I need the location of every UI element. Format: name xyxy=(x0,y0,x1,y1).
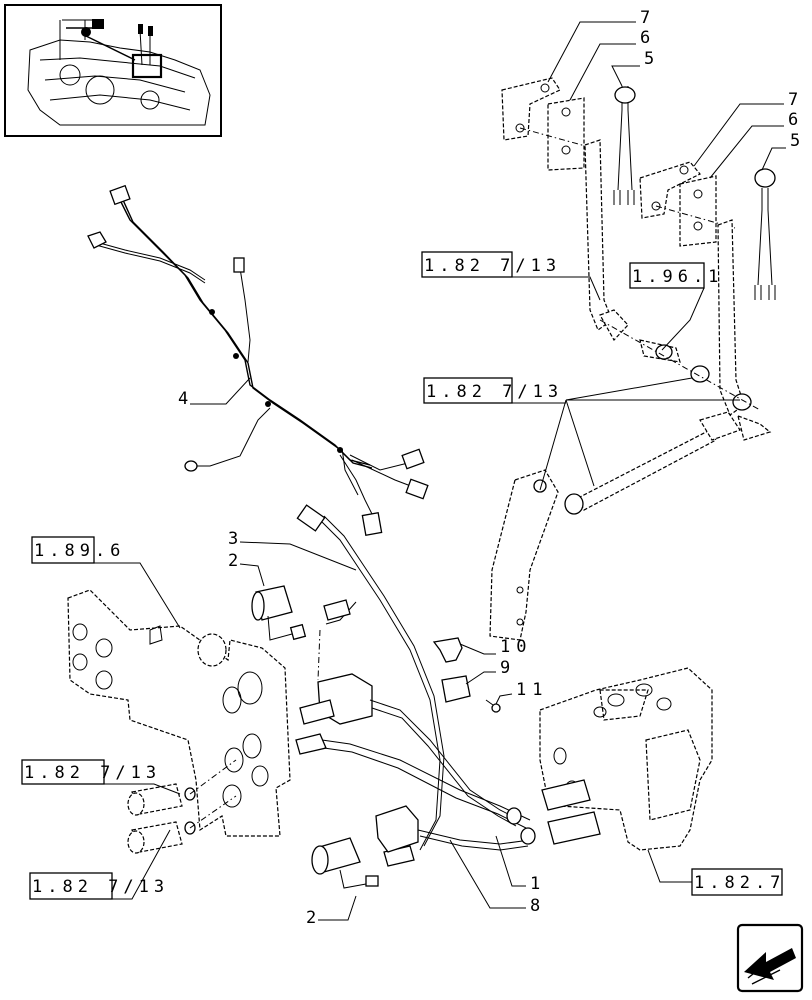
svg-text:1: 1 xyxy=(530,874,540,894)
callout-5b: 5 xyxy=(761,131,800,171)
svg-text:3: 3 xyxy=(228,529,238,549)
callout-6a: 6 xyxy=(569,28,650,101)
ref-top-center[interactable]: 1.82 7/13 xyxy=(421,251,601,301)
svg-text:6: 6 xyxy=(788,110,798,130)
svg-text:1.82.7: 1.82.7 xyxy=(694,873,785,893)
wiring-harness xyxy=(87,184,429,536)
svg-text:4: 4 xyxy=(178,389,188,409)
harness-branch xyxy=(296,504,445,851)
ref-mid-center[interactable]: 1.82 7/13 xyxy=(423,377,740,491)
svg-text:1.82 7/13: 1.82 7/13 xyxy=(24,763,161,783)
callout-8: 8 xyxy=(449,839,540,916)
ref-top-right[interactable]: 1.96.1 xyxy=(629,262,723,351)
callout-2b: 2 xyxy=(306,895,357,928)
svg-text:2: 2 xyxy=(306,908,316,928)
svg-text:5: 5 xyxy=(644,49,654,69)
svg-text:7: 7 xyxy=(788,90,798,110)
lever-assembly-upper-left xyxy=(501,77,636,331)
svg-text:10: 10 xyxy=(500,637,532,657)
callout-4: 4 xyxy=(178,377,251,409)
ref-left-lower-1[interactable]: 1.82 7/13 xyxy=(21,759,181,795)
callout-5a: 5 xyxy=(611,49,654,87)
callout-3: 3 xyxy=(228,529,357,571)
ref-bottom-right[interactable]: 1.82.7 xyxy=(647,849,785,896)
callout-2a: 2 xyxy=(228,551,265,587)
bracket-parts xyxy=(432,637,501,713)
callout-6b: 6 xyxy=(709,110,798,179)
valve-block-lower xyxy=(295,733,531,853)
svg-text:1.82 7/13: 1.82 7/13 xyxy=(426,382,563,402)
svg-text:1.82 7/13: 1.82 7/13 xyxy=(32,877,169,897)
ref-left-lower-2[interactable]: 1.82 7/13 xyxy=(29,829,171,900)
svg-text:2: 2 xyxy=(228,551,238,571)
callout-7a: 7 xyxy=(547,8,650,83)
svg-text:5: 5 xyxy=(790,131,800,151)
pressure-switch-upper xyxy=(251,585,357,681)
control-valve-assembly xyxy=(506,667,713,851)
svg-text:1.96.1: 1.96.1 xyxy=(632,267,723,287)
ref-left-plate[interactable]: 1.89.6 xyxy=(31,536,181,629)
overview-thumbnail[interactable] xyxy=(4,4,222,137)
svg-text:8: 8 xyxy=(530,896,540,916)
linkage-rods xyxy=(489,309,772,641)
callout-9: 9 xyxy=(465,658,510,685)
svg-text:6: 6 xyxy=(640,28,650,48)
svg-text:11: 11 xyxy=(516,680,548,700)
svg-text:1.89.6: 1.89.6 xyxy=(34,541,125,561)
svg-text:9: 9 xyxy=(500,658,510,678)
next-page-arrow-icon[interactable] xyxy=(736,923,804,993)
valve-block-upper xyxy=(299,673,521,827)
mounting-plate xyxy=(67,589,291,837)
svg-text:1.82 7/13: 1.82 7/13 xyxy=(424,256,561,276)
callout-1: 1 xyxy=(495,835,540,894)
callout-11: 11 xyxy=(495,680,548,705)
callout-10: 10 xyxy=(459,637,532,657)
fittings-left xyxy=(127,759,237,854)
lever-assembly-upper-right xyxy=(639,161,776,416)
callout-7b: 7 xyxy=(693,90,798,167)
svg-text:7: 7 xyxy=(640,8,650,28)
